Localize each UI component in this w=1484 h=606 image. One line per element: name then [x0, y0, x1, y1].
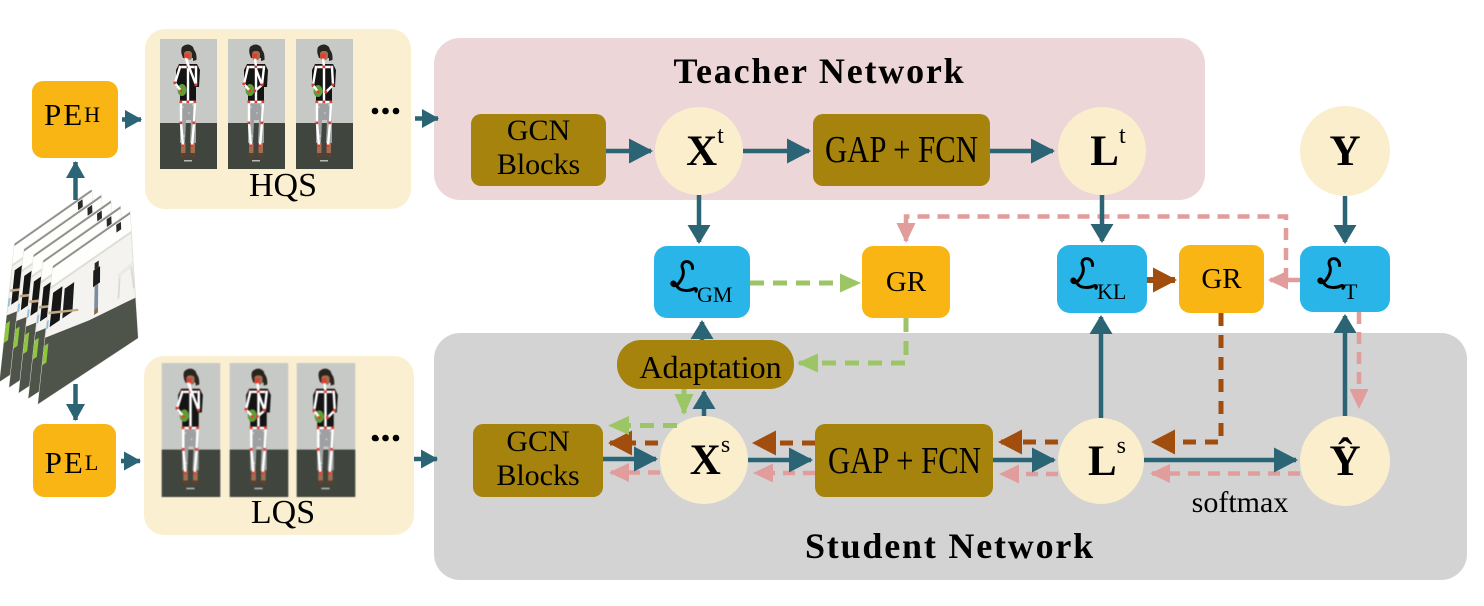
- svg-text:T: T: [1344, 279, 1358, 304]
- svg-text:GM: GM: [697, 282, 732, 307]
- svg-text:KL: KL: [1097, 279, 1126, 304]
